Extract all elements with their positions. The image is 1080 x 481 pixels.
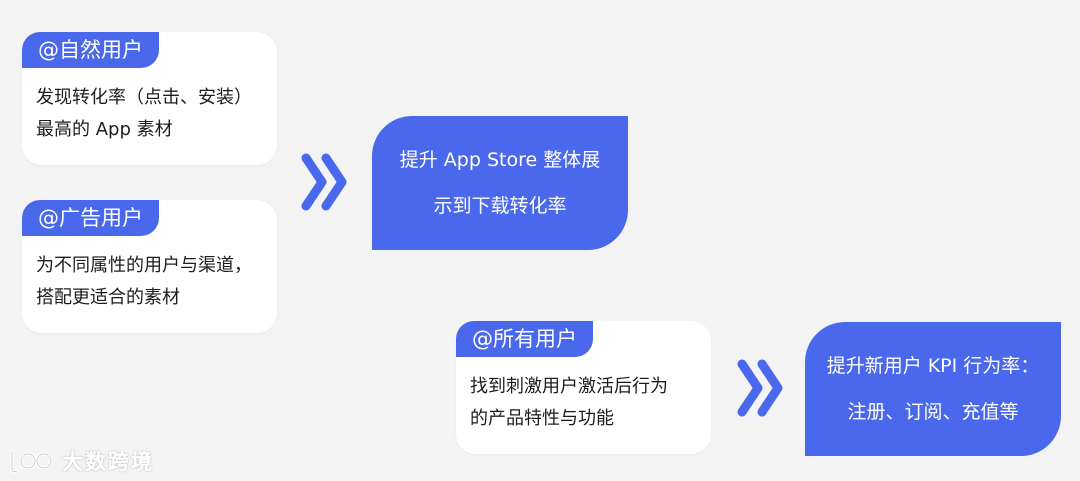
goal-new-user-kpi: 提升新用户 KPI 行为率： 注册、订阅、充值等 (805, 322, 1061, 456)
goal-text-line: 示到下载转化率 (433, 195, 567, 217)
text-line: 的产品特性与功能 (470, 408, 614, 429)
goal-text-line: 注册、订阅、充值等 (847, 401, 1019, 423)
card-ad-users: @广告用户 为不同属性的用户与渠道， 搭配更适合的素材 (22, 200, 277, 333)
tag-ad-users: @广告用户 (22, 200, 159, 236)
text-line: 为不同属性的用户与渠道， (36, 255, 252, 276)
text-line: 搭配更适合的素材 (36, 287, 180, 308)
tag-natural-users: @自然用户 (22, 32, 159, 68)
watermark-text: 大数跨境 (62, 450, 154, 474)
card-all-users-text: 找到刺激用户激活后行为 的产品特性与功能 (470, 371, 668, 435)
text-line: 发现转化率（点击、安装） (36, 87, 252, 108)
goal-text-line: 提升新用户 KPI 行为率： (826, 355, 1040, 377)
card-natural-users-text: 发现转化率（点击、安装） 最高的 App 素材 (36, 82, 252, 146)
brand-logo-icon (10, 449, 53, 474)
card-natural-users: @自然用户 发现转化率（点击、安装） 最高的 App 素材 (22, 32, 277, 165)
card-all-users: @所有用户 找到刺激用户激活后行为 的产品特性与功能 (456, 321, 711, 454)
text-line: 找到刺激用户激活后行为 (470, 376, 668, 397)
tag-all-users: @所有用户 (456, 321, 593, 357)
card-ad-users-text: 为不同属性的用户与渠道， 搭配更适合的素材 (36, 250, 252, 314)
double-chevron-right-icon (301, 153, 347, 211)
goal-text-line: 提升 App Store 整体展 (399, 149, 601, 171)
double-chevron-right-icon (737, 359, 783, 417)
text-line: 最高的 App 素材 (36, 119, 173, 140)
watermark: 大数跨境 (8, 446, 154, 476)
goal-app-store-conversion: 提升 App Store 整体展 示到下载转化率 (372, 116, 628, 250)
